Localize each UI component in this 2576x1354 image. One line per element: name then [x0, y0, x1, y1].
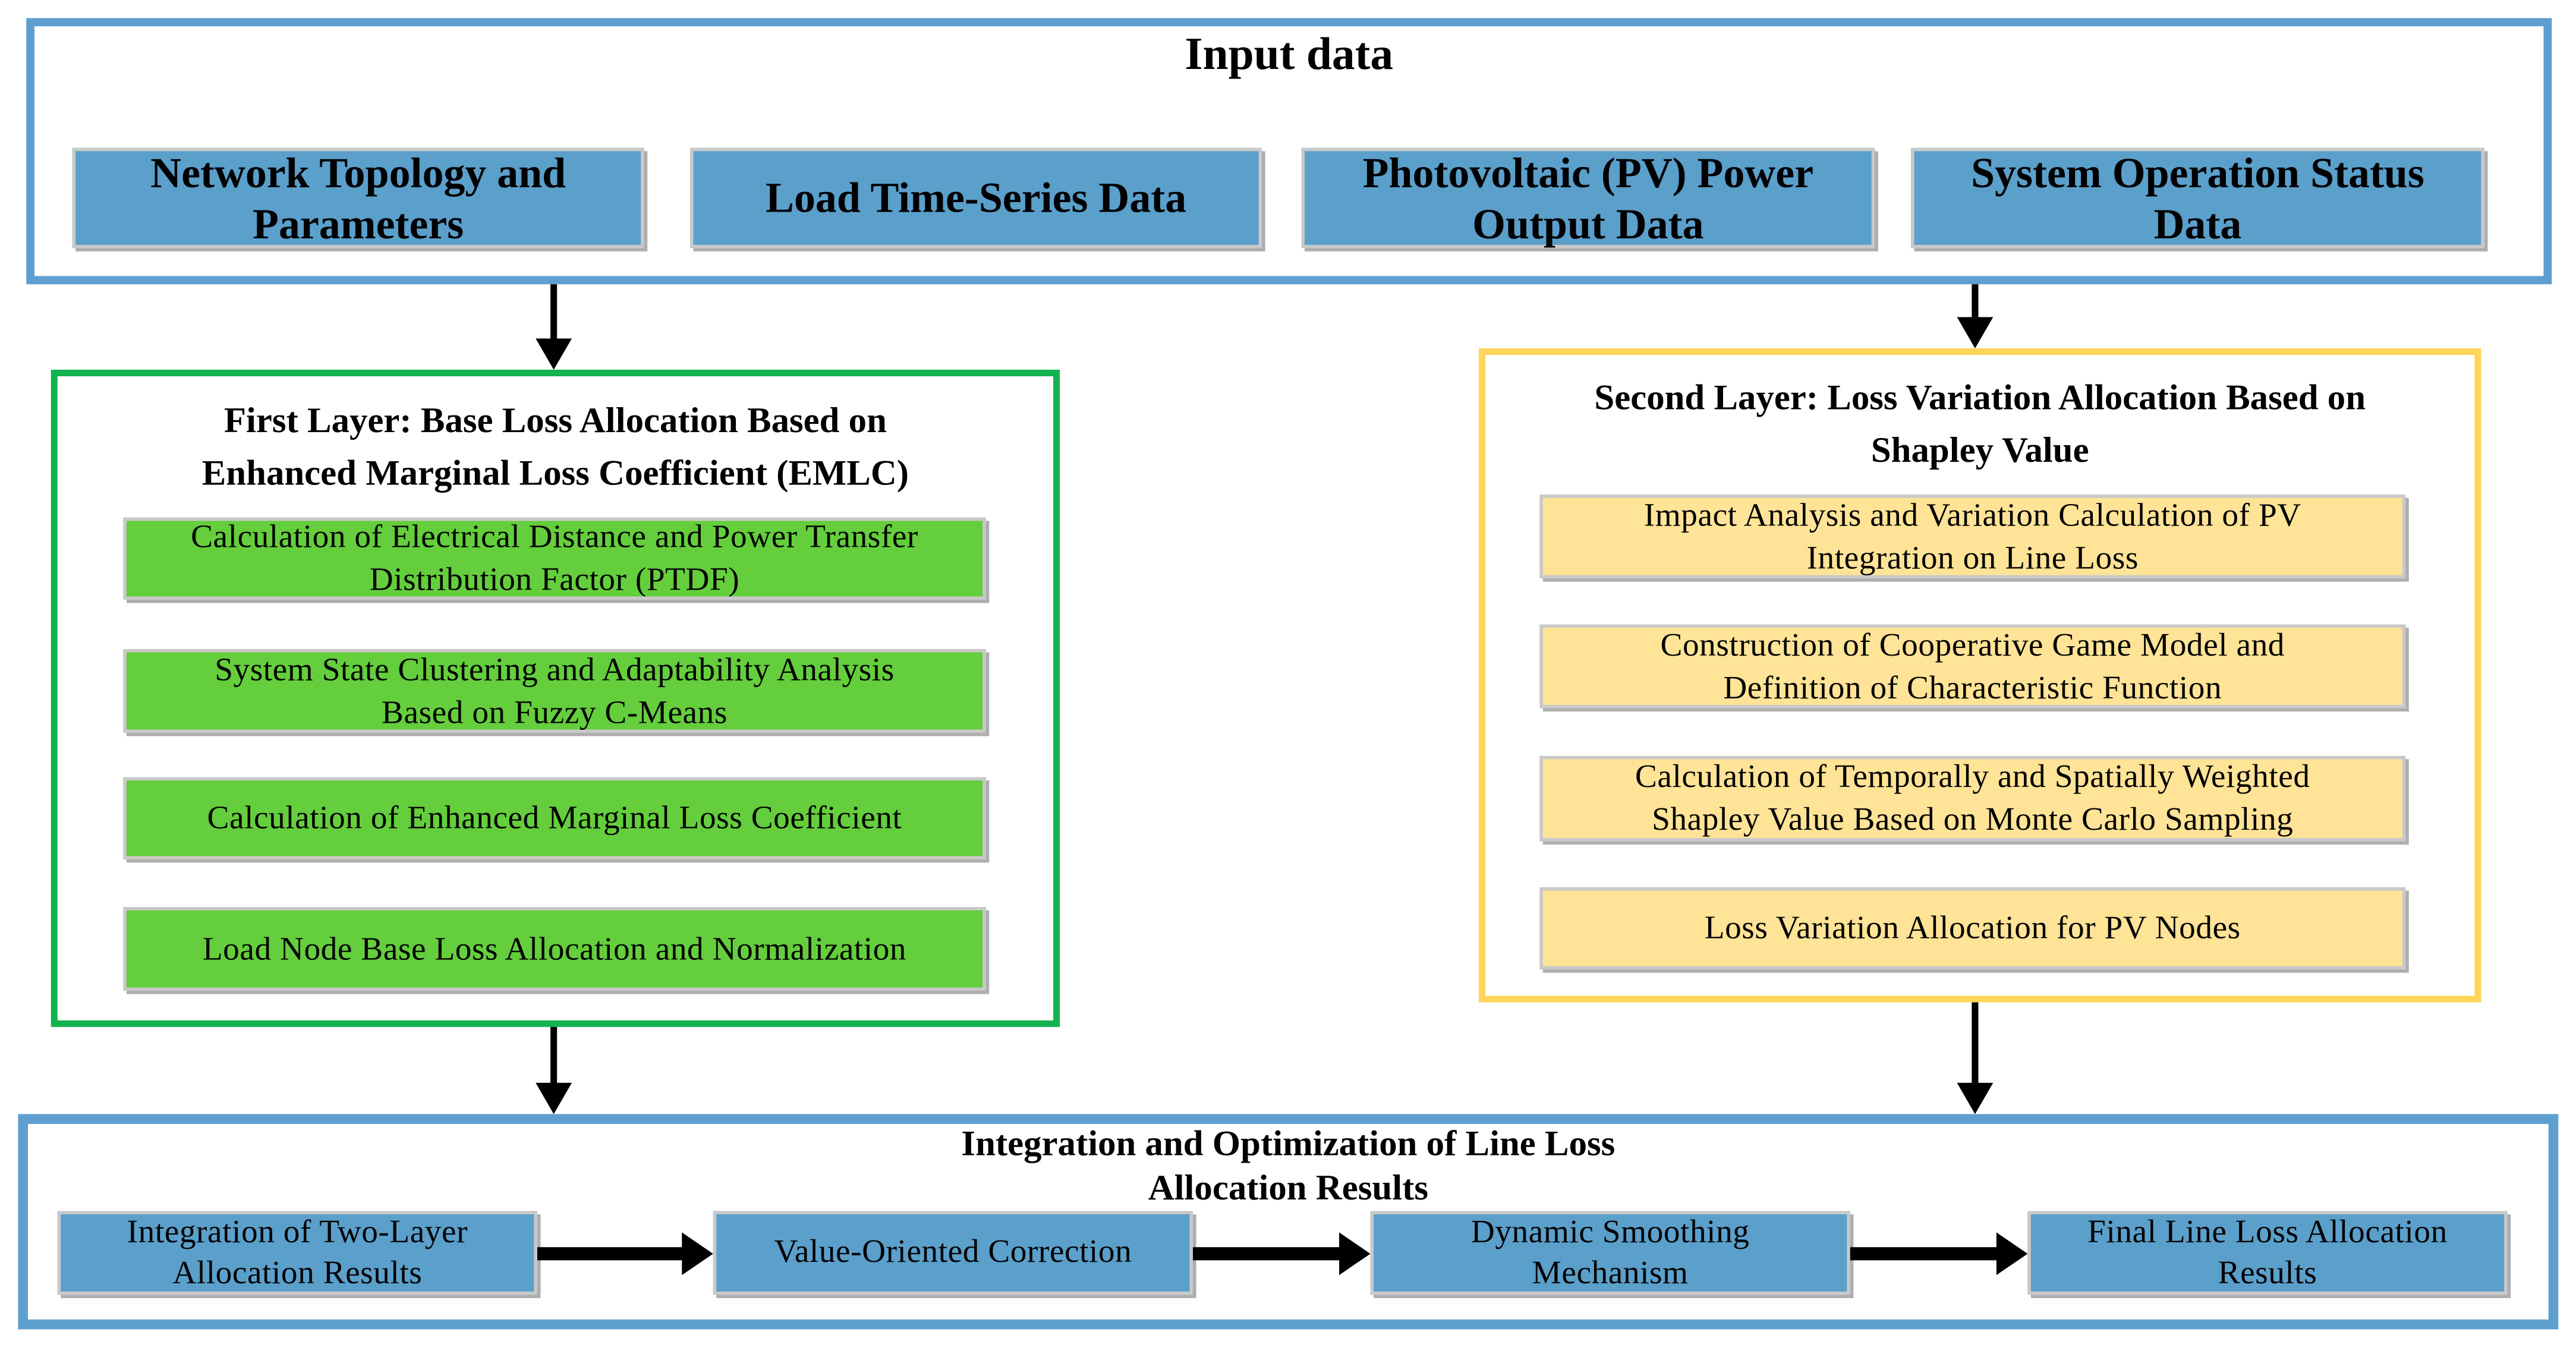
- arrow-shaft: [550, 284, 558, 344]
- first-layer-step-base-loss-normalization: Load Node Base Loss Allocation and Norma…: [123, 907, 986, 991]
- arrow-down-icon: [1957, 284, 1994, 349]
- integration-title: Integration and Optimization of Line Los…: [961, 1122, 1615, 1208]
- second-layer-step-shapley-monte-carlo: Calculation of Temporally and Spatially …: [1539, 755, 2406, 842]
- arrow-shaft: [550, 1026, 558, 1088]
- arrow-head: [1957, 1082, 1994, 1114]
- arrow-shaft: [1193, 1246, 1343, 1259]
- arrow-down-icon: [1957, 1002, 1994, 1114]
- arrow-head: [682, 1231, 713, 1274]
- input-box-pv-power-output: Photovoltaic (PV) Power Output Data: [1301, 147, 1875, 248]
- integration-step-two-layer-results: Integration of Two-Layer Allocation Resu…: [57, 1211, 537, 1295]
- integration-step-value-oriented-correction: Value-Oriented Correction: [713, 1211, 1193, 1295]
- arrow-right-icon: [1193, 1231, 1371, 1276]
- second-layer-step-pv-node-allocation: Loss Variation Allocation for PV Nodes: [1539, 887, 2406, 970]
- first-layer-title: First Layer: Base Loss Allocation Based …: [201, 399, 909, 493]
- input-box-network-topology: Network Topology and Parameters: [72, 147, 644, 248]
- second-layer-title: Second Layer: Loss Variation Allocation …: [1594, 376, 2366, 470]
- first-layer-step-fuzzy-cmeans: System State Clustering and Adaptability…: [123, 648, 986, 733]
- arrow-shaft: [1850, 1246, 2000, 1259]
- arrow-head: [536, 1082, 572, 1114]
- input-data-title: Input data: [1185, 29, 1394, 81]
- arrow-shaft: [1972, 1002, 1979, 1088]
- input-box-load-time-series: Load Time-Series Data: [690, 147, 1262, 248]
- arrow-head: [1996, 1231, 2028, 1274]
- arrow-right-icon: [537, 1231, 713, 1276]
- arrow-shaft: [1972, 284, 1979, 322]
- first-layer-step-ptdf: Calculation of Electrical Distance and P…: [123, 517, 986, 600]
- arrow-down-icon: [536, 1026, 572, 1114]
- arrow-head: [536, 338, 572, 370]
- second-layer-step-cooperative-game: Construction of Cooperative Game Model a…: [1539, 624, 2406, 709]
- arrow-head: [1339, 1231, 1371, 1274]
- arrow-shaft: [537, 1246, 685, 1259]
- second-layer-step-impact-analysis: Impact Analysis and Variation Calculatio…: [1539, 495, 2406, 579]
- arrow-down-icon: [536, 284, 572, 370]
- input-box-system-operation-status: System Operation Status Data: [1911, 147, 2484, 248]
- integration-step-dynamic-smoothing: Dynamic Smoothing Mechanism: [1370, 1211, 1850, 1295]
- first-layer-step-emlc-calculation: Calculation of Enhanced Marginal Loss Co…: [123, 777, 986, 859]
- integration-step-final-results: Final Line Loss Allocation Results: [2027, 1211, 2508, 1295]
- arrow-head: [1957, 317, 1994, 349]
- arrow-right-icon: [1850, 1231, 2028, 1276]
